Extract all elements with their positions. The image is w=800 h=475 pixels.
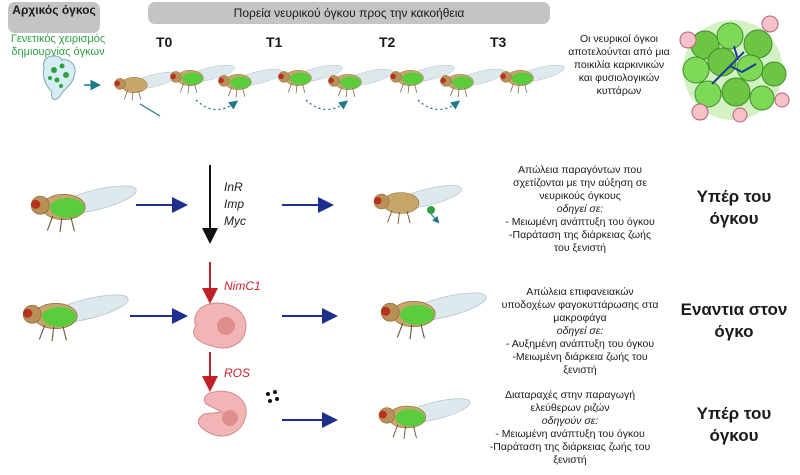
tumor-composition-note: Οι νευρικοί όγκοι αποτελούνται από μια π… (568, 33, 670, 97)
row2-fly-right (381, 287, 488, 339)
timepoint-t0: T0 (156, 34, 173, 50)
row2-gene-nimc1: NimC1 (224, 279, 261, 293)
row1-gene-list: InR Imp Myc (224, 179, 246, 230)
tumor-tissue-icon (42, 55, 76, 100)
host-fly (114, 68, 181, 101)
row1-fly-right (373, 180, 464, 225)
transfer-arrows (195, 99, 461, 111)
genetic-manipulation-label: Γενετικός χειρισμός δημιουργίας όγκων (10, 33, 106, 58)
row1-verdict: Υπέρ του όγκου (696, 187, 772, 228)
timepoint-t1: T1 (266, 34, 283, 50)
row2-macrophage (193, 302, 247, 349)
row2-verdict: Εναντια στον όγκο (680, 300, 788, 341)
row1-small-tumor (427, 206, 435, 214)
injection-needle (139, 103, 161, 117)
row2-fly-left (23, 289, 130, 341)
row1-fly-left (31, 180, 138, 232)
row3-verdict: Υπέρ του όγκου (696, 404, 772, 445)
gene-imp: Imp (224, 197, 245, 211)
gene-myc: Myc (224, 214, 246, 228)
original-tumor-label: Αρχικός όγκος (8, 2, 100, 33)
gene-inr: InR (224, 180, 243, 194)
row2-description: Απώλεια επιφανειακών υποδοχέων φαγοκυττά… (501, 286, 659, 376)
free-radical-dots (266, 390, 279, 403)
progression-banner: Πορεία νευρικού όγκου προς την κακοήθεια (148, 2, 550, 24)
row3-fly-right (379, 394, 472, 439)
row1-description: Απώλεια παραγόντων που σχετίζονται με τη… (505, 164, 655, 254)
row3-gene-ros: ROS (224, 366, 251, 380)
tumor-cell-cluster (679, 15, 790, 123)
fly-t3 (500, 62, 566, 94)
timepoint-t2: T2 (379, 34, 396, 50)
row3-description: Διαταραχές στην παραγωγή ελεύθερων ριζών… (489, 389, 651, 466)
row3-macrophage (197, 390, 247, 437)
timepoint-t3: T3 (490, 34, 507, 50)
